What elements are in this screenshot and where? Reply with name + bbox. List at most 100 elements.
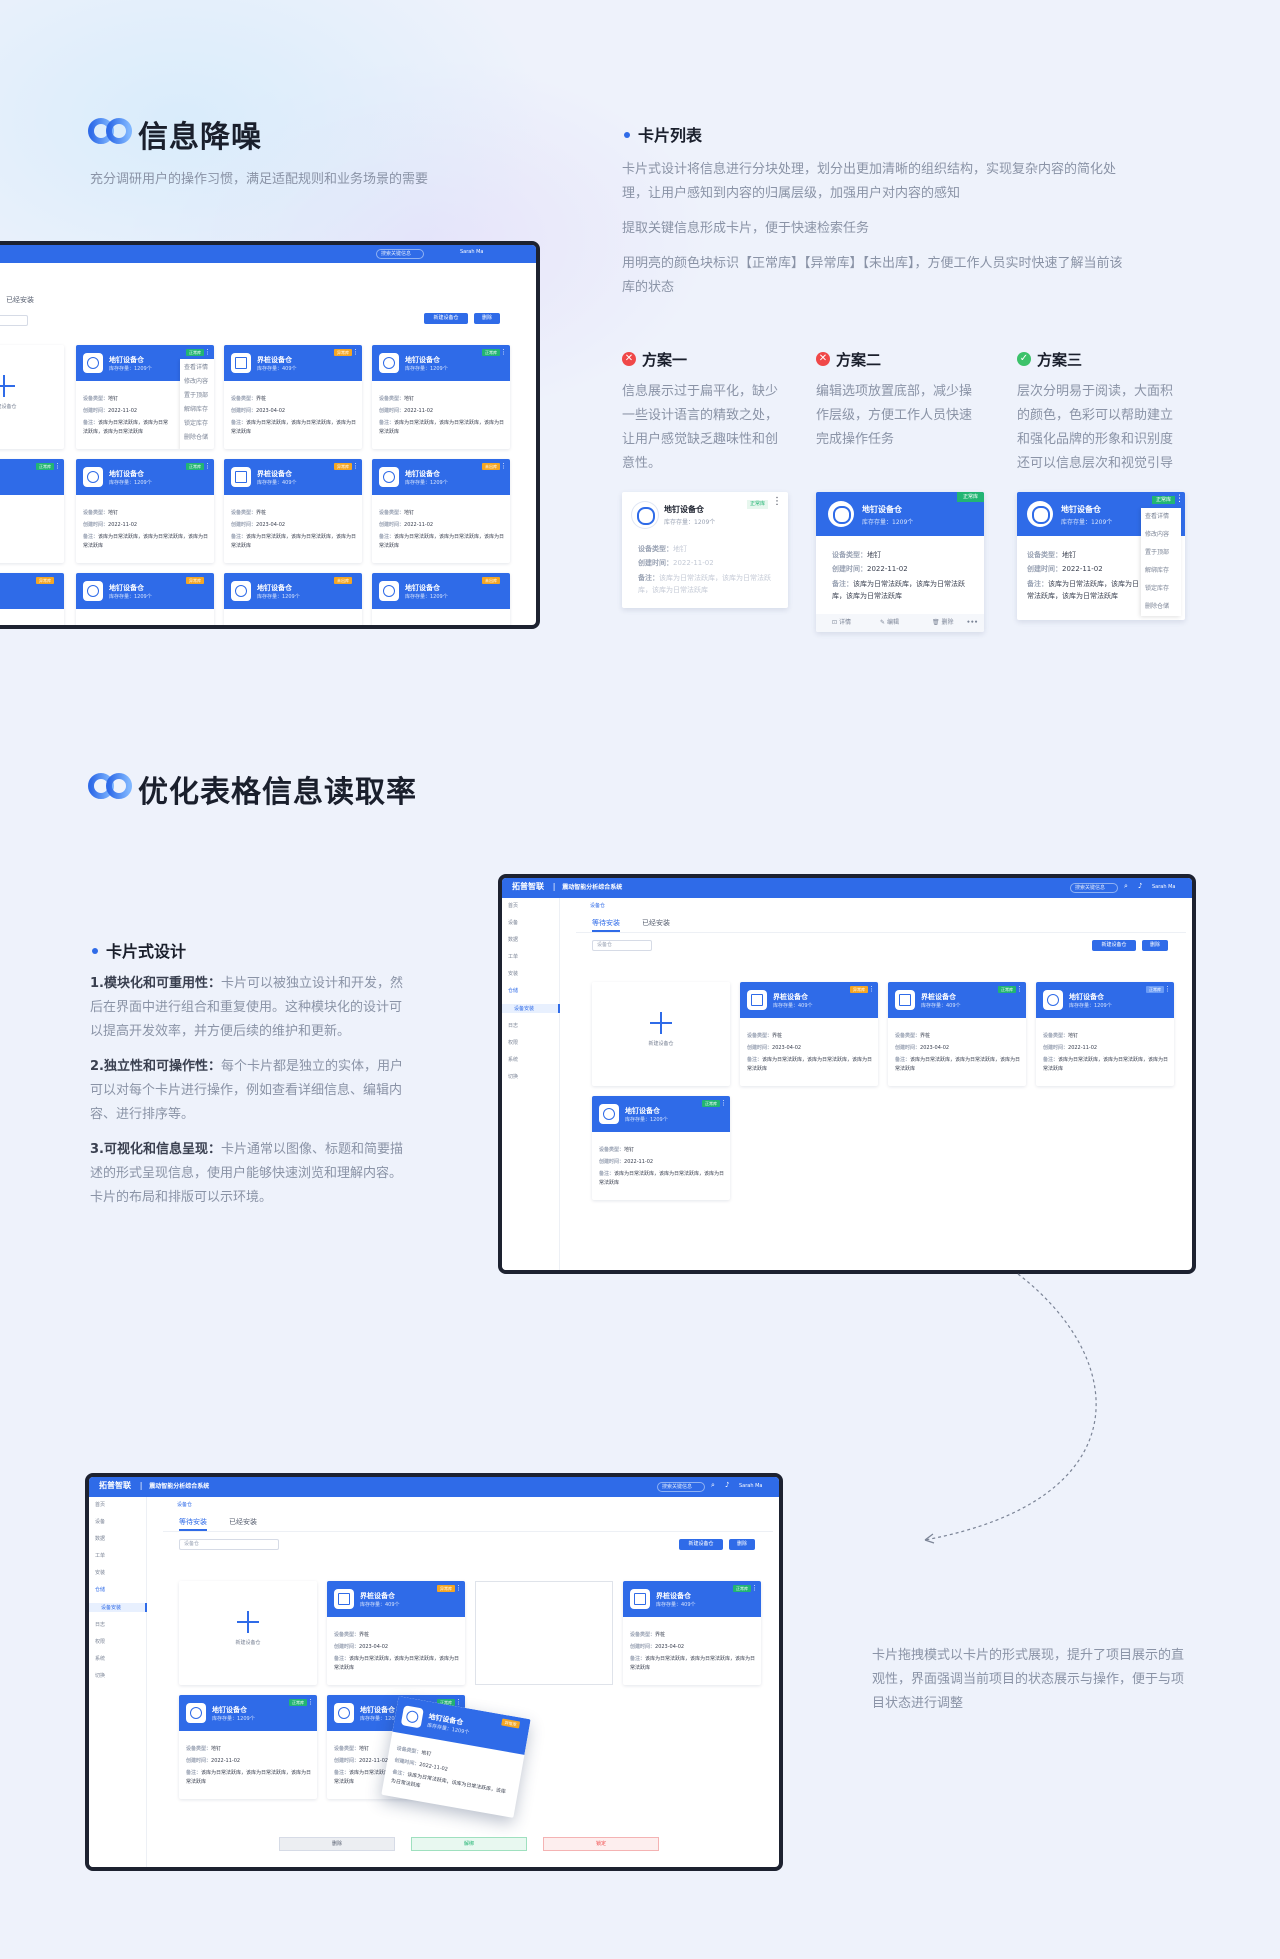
search-icon[interactable]: ⌕ xyxy=(1124,882,1128,890)
add-card[interactable]: 新建设备仓 xyxy=(179,1581,317,1685)
drop-lock-zone[interactable]: 锁定 xyxy=(543,1837,659,1851)
card-item[interactable]: 界桩设备仓 库存存量：409个 异常库 ⋮ 设备类型：界桩 创建时间：2023-… xyxy=(740,982,878,1086)
menu-delete[interactable]: 删除仓储 xyxy=(184,434,209,441)
filter-input[interactable] xyxy=(0,315,28,326)
card-item[interactable]: 地钉设备仓 库存存量：1209个 正常库 ⋮ 设备类型：地钉 创建时间：2022… xyxy=(592,1096,730,1200)
more-icon[interactable]: ⋮ xyxy=(1016,985,1023,993)
new-button[interactable]: 新建设备仓 xyxy=(424,313,468,324)
menu-top[interactable]: 置于顶部 xyxy=(184,392,209,399)
sidebar-item-log[interactable]: 日志 xyxy=(95,1622,106,1628)
more-icon[interactable]: ⋮ xyxy=(1175,494,1184,504)
tab-installed[interactable]: 已经安装 xyxy=(642,919,670,927)
more-icon[interactable]: ⋮ xyxy=(868,985,875,993)
sidebar-item-log[interactable]: 日志 xyxy=(508,1023,519,1029)
menu-lock[interactable]: 锁定库存 xyxy=(184,420,209,427)
sidebar-item-system[interactable]: 系统 xyxy=(95,1656,106,1662)
menu-delete[interactable]: 删除仓储 xyxy=(1145,603,1170,610)
card-item[interactable]: 正常库 ⋮ xyxy=(0,459,64,563)
card-item[interactable]: 地钉设备仓 库存存量：1209个 正常库 ⋮ 设备类型：地钉 创建时间：2022… xyxy=(76,345,214,449)
tab-installed[interactable]: 已经安装 xyxy=(6,296,34,304)
sidebar-item-permission[interactable]: 权限 xyxy=(95,1639,106,1645)
menu-top[interactable]: 置于顶部 xyxy=(1145,549,1170,556)
card-item[interactable]: 地钉设备仓 库存存量：1209个 正常库 ⋮ 设备类型：地钉 创建时间：2022… xyxy=(76,459,214,563)
bell-icon[interactable]: ♪ xyxy=(725,1481,730,1489)
sidebar-item-data[interactable]: 数据 xyxy=(508,937,519,943)
delete-button[interactable]: 删除 xyxy=(1142,940,1168,951)
card-item[interactable]: 地钉设备仓库存存量：1209个未出库 xyxy=(224,573,362,625)
more-icon[interactable]: ⋮ xyxy=(500,348,507,356)
menu-view[interactable]: 查看详情 xyxy=(1145,513,1170,520)
filter-input[interactable]: 设备仓 xyxy=(179,1539,279,1550)
card-item[interactable]: 界桩设备仓 库存存量：409个 异常库 ⋮ 设备类型：界桩 创建时间：2023-… xyxy=(327,1581,465,1685)
user-name[interactable]: Sarah Ma xyxy=(739,1483,763,1489)
plan1-card[interactable]: 地钉设备仓 库存存量：1209个 正常库 ⋮ 设备类型：地钉 创建时间：2022… xyxy=(622,492,788,608)
sidebar-item-storage[interactable]: 仓储 xyxy=(508,988,519,994)
drop-delete-zone[interactable]: 删除 xyxy=(279,1837,395,1851)
tab-installed[interactable]: 已经安装 xyxy=(229,1518,257,1526)
more-icon[interactable]: ⋮ xyxy=(204,462,211,470)
menu-unbind[interactable]: 解绑库存 xyxy=(1145,567,1170,574)
user-name[interactable]: Sarah Ma xyxy=(1152,884,1176,890)
search-input[interactable]: 搜索关键信息 xyxy=(1070,883,1118,893)
delete-button[interactable]: 删除 xyxy=(729,1539,755,1550)
breadcrumb[interactable]: 设备仓 xyxy=(590,903,606,909)
sidebar-item-home[interactable]: 首页 xyxy=(95,1502,106,1508)
sidebar-item-install[interactable]: 安装 xyxy=(508,971,519,977)
sidebar-item-install[interactable]: 安装 xyxy=(95,1570,106,1576)
more-icon[interactable]: ⋮ xyxy=(204,348,211,356)
more-icon[interactable]: ⋮ xyxy=(772,496,782,507)
card-item[interactable]: 界桩设备仓 库存存量：409个 正常库 ⋮ 设备类型：界桩 创建时间：2023-… xyxy=(623,1581,761,1685)
more-icon[interactable]: ⋮ xyxy=(352,462,359,470)
more-icon[interactable]: ⋮ xyxy=(751,1584,758,1592)
card-item[interactable]: 地钉设备仓 库存存量：1209个 正常库 ⋮ 设备类型：地钉 创建时间：2022… xyxy=(1036,982,1174,1086)
card-item[interactable]: 界桩设备仓 库存存量：409个 异常库 ⋮ 设备类型：界桩 创建时间：2023-… xyxy=(224,459,362,563)
more-icon[interactable]: ⋮ xyxy=(455,1698,462,1706)
delete-button[interactable]: 删除 xyxy=(474,313,500,324)
sidebar-item-workorder[interactable]: 工单 xyxy=(95,1553,106,1559)
menu-lock[interactable]: 锁定库存 xyxy=(1145,585,1170,592)
sidebar-item-switch[interactable]: 切换 xyxy=(95,1673,106,1679)
card-item[interactable]: 界桩设备仓 库存存量：409个 异常库 ⋮ 设备类型：界桩 创建时间：2023-… xyxy=(224,345,362,449)
menu-edit[interactable]: 修改内容 xyxy=(1145,531,1170,538)
sidebar-item-permission[interactable]: 权限 xyxy=(508,1040,519,1046)
drop-unbind-zone[interactable]: 解绑 xyxy=(411,1837,527,1851)
bell-icon[interactable]: ♪ xyxy=(1138,882,1143,890)
sidebar-item-device[interactable]: 设备 xyxy=(95,1519,106,1525)
dragging-card[interactable]: 地钉设备仓 库存存量：1209个 异常库 设备类型：地钉 创建时间：2022-1… xyxy=(381,1696,531,1818)
menu-edit[interactable]: 修改内容 xyxy=(184,378,209,385)
edit-button[interactable]: ✎ 编辑 xyxy=(880,619,899,626)
more-icon[interactable]: ⋮ xyxy=(455,1584,462,1592)
new-button[interactable]: 新建设备仓 xyxy=(1092,940,1136,951)
more-icon[interactable]: ⋮ xyxy=(307,1698,314,1706)
search-input[interactable]: 搜索关键信息 xyxy=(376,249,424,259)
more-icon[interactable]: ⋮ xyxy=(500,462,507,470)
sidebar-item-device-install[interactable]: 设备安装 xyxy=(101,1605,122,1611)
menu-view[interactable]: 查看详情 xyxy=(184,364,209,371)
add-card[interactable]: 新建设备仓 xyxy=(592,982,730,1086)
sidebar-item-device[interactable]: 设备 xyxy=(508,920,519,926)
user-name[interactable]: Sarah Ma xyxy=(460,249,484,255)
more-icon[interactable]: ⋮ xyxy=(1164,985,1171,993)
search-icon[interactable]: ⌕ xyxy=(711,1481,715,1489)
sidebar-item-switch[interactable]: 切换 xyxy=(508,1074,519,1080)
search-input[interactable]: 搜索关键信息 xyxy=(657,1482,705,1492)
sidebar-item-data[interactable]: 数据 xyxy=(95,1536,106,1542)
sidebar-item-home[interactable]: 首页 xyxy=(508,903,519,909)
more-icon[interactable]: ⋮ xyxy=(54,462,61,470)
card-item[interactable]: 界桩设备仓 库存存量：409个 正常库 ⋮ 设备类型：界桩 创建时间：2023-… xyxy=(888,982,1026,1086)
more-icon[interactable]: ⋮ xyxy=(720,1099,727,1107)
card-item[interactable]: 地钉设备仓库存存量：1209个异常库 xyxy=(76,573,214,625)
sidebar-item-system[interactable]: 系统 xyxy=(508,1057,519,1063)
new-button[interactable]: 新建设备仓 xyxy=(679,1539,723,1550)
sidebar-item-storage[interactable]: 仓储 xyxy=(95,1587,106,1593)
more-icon[interactable]: ⋮ xyxy=(352,348,359,356)
card-item[interactable]: 异常库 xyxy=(0,573,64,625)
filter-input[interactable]: 设备仓 xyxy=(592,940,652,951)
card-item[interactable]: 地钉设备仓 库存存量：1209个 正常库 ⋮ 设备类型：地钉 创建时间：2022… xyxy=(179,1695,317,1799)
add-card[interactable]: 新建设备仓 xyxy=(0,345,64,449)
delete-button[interactable]: 🗑 删除 xyxy=(932,619,954,626)
card-item[interactable]: 地钉设备仓库存存量：1209个未出库 xyxy=(372,573,510,625)
tab-waiting[interactable]: 等待安装 xyxy=(592,919,620,927)
card-item[interactable]: 地钉设备仓 库存存量：1209个 正常库 ⋮ 设备类型：地钉 创建时间：2022… xyxy=(372,345,510,449)
tab-waiting[interactable]: 等待安装 xyxy=(179,1518,207,1526)
